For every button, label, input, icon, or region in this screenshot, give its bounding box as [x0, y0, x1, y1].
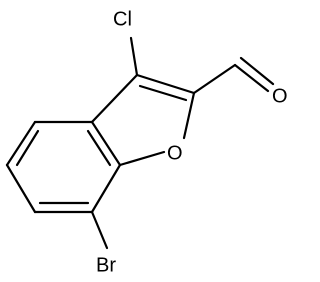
structure-svg: Cl O O Br [5, 8, 288, 276]
bond-c7a-c3a [90, 120, 122, 167]
bond-o1-c7a [118, 150, 166, 167]
aldehyde-oxygen-label: O [272, 85, 288, 107]
bond-c3-c2 [135, 73, 196, 95]
bond-cho-o-double [239, 56, 275, 86]
bromine-label: Br [96, 254, 116, 276]
molecule-diagram: Cl O O Br [5, 8, 288, 276]
bond-c7-c7a [90, 163, 122, 214]
bond-c3-c2-inner [138, 84, 188, 102]
bond-c2-o1 [182, 91, 196, 140]
bond-c4-c5-inner [15, 129, 40, 167]
chlorine-label: Cl [113, 8, 132, 30]
bond-c7-br [90, 210, 109, 250]
bond-cho-o [233, 63, 270, 93]
bond-c3-cl [129, 36, 139, 77]
bond-c2-cho [192, 63, 237, 95]
bond-c3a-c3 [90, 73, 139, 124]
bond-c4-c5 [5, 120, 37, 167]
ring-oxygen-label: O [167, 142, 183, 164]
bond-c7a-c3a-inner [86, 129, 112, 167]
bond-c5-c6 [5, 163, 37, 214]
